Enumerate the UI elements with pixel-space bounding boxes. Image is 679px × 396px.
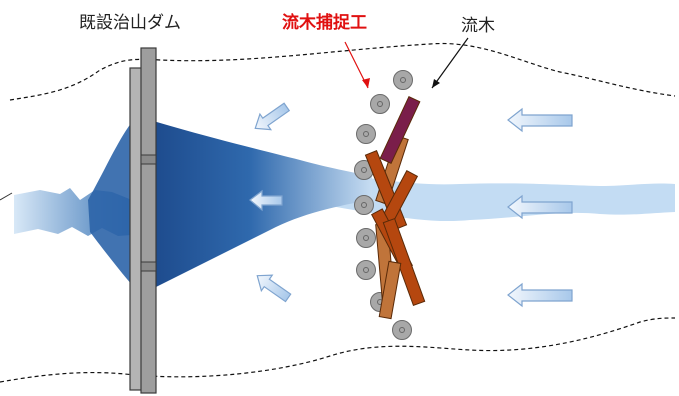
water-flow-upstream: [330, 172, 675, 222]
dam-label: 既設治山ダム: [79, 13, 181, 33]
existing-check-dam: [0, 47, 157, 394]
driftwood-pointer-arrow: [431, 37, 469, 89]
river-bank-lower: [0, 317, 676, 383]
trap-label: 流木捕捉工: [282, 13, 367, 33]
trapped-driftwood-logs: [364, 95, 426, 320]
flow-arrow-icon: [507, 194, 573, 220]
flow-arrow-icon: [256, 274, 292, 303]
flow-arrow-icon: [507, 282, 573, 308]
water-left-darkening: [88, 122, 132, 285]
flow-arrow-icon: [254, 102, 291, 131]
flow-arrow-icon: [507, 107, 573, 133]
driftwood-label: 流木: [461, 16, 495, 36]
river-bank-upper: [9, 42, 676, 101]
flow-arrow-icon: [249, 189, 283, 212]
